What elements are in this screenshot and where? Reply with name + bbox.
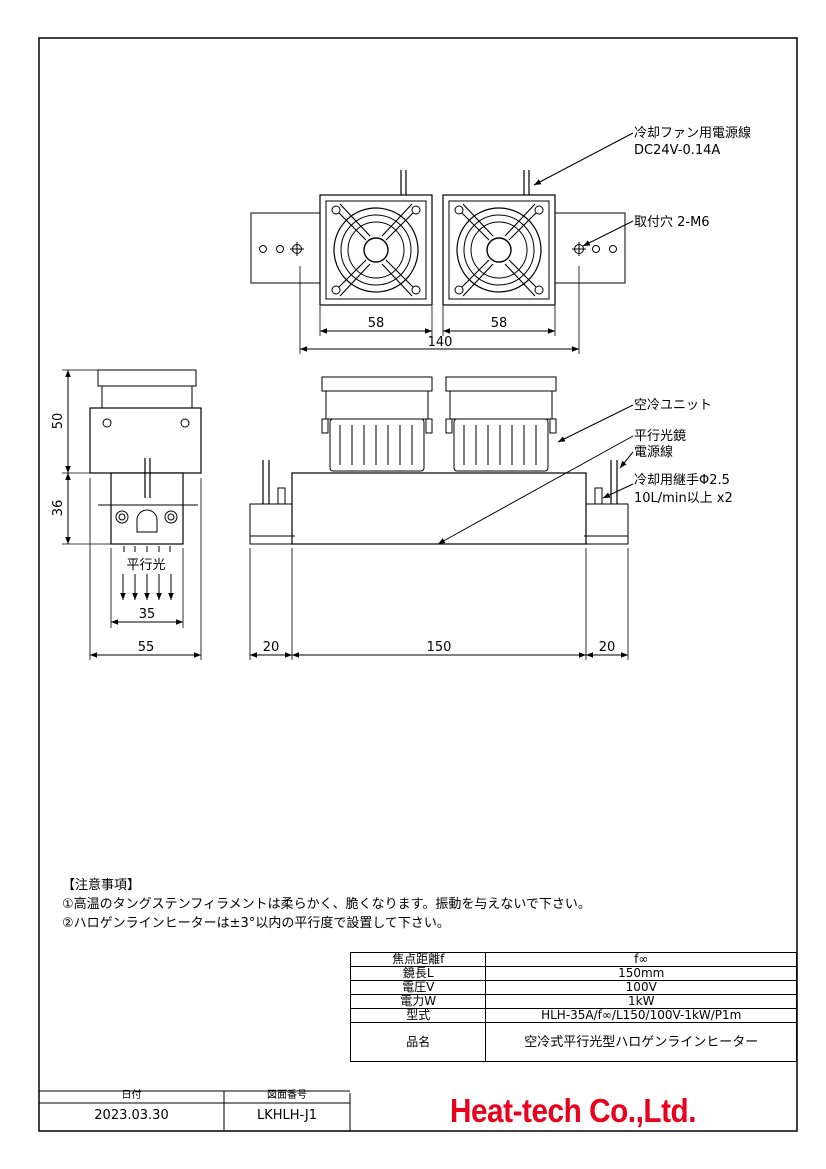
date-label: 日付: [121, 1090, 142, 1101]
spec-value: 100V: [485, 980, 797, 995]
company-logo: Heat-tech Co.,Ltd.: [449, 1092, 697, 1129]
air-unit-label: 空冷ユニット: [634, 398, 712, 413]
dim-fan-width-left: 58: [368, 316, 385, 331]
dim-height-lower: 36: [51, 500, 66, 517]
drawing-number-value: LKHLH-J1: [256, 1108, 318, 1123]
product-value: 空冷式平行光型ハロゲンラインヒーター: [485, 1022, 797, 1062]
fan-power-spec: DC24V-0.14A: [634, 143, 720, 158]
sheet-border: [38, 37, 798, 1132]
spec-value: 150mm: [485, 966, 797, 981]
spec-key: 鏡長L: [349, 966, 487, 981]
spec-key: 電力W: [349, 994, 487, 1009]
caution-line-1: ①高温のタングステンフィラメントは柔らかく、脆くなります。振動を与えないで下さい…: [62, 897, 591, 912]
spec-row: 焦点距離f f∞: [349, 952, 797, 967]
spec-value: HLH-35A/f∞/L150/100V-1kW/P1m: [485, 1008, 797, 1023]
top-view: [250, 132, 634, 354]
mirror-label: 平行光鏡: [634, 429, 686, 444]
spec-row: 電圧V 100V: [349, 980, 797, 995]
spec-row: 電力W 1kW: [349, 994, 797, 1009]
dim-length: 150: [427, 640, 452, 655]
parallel-light-label: 平行光: [126, 558, 165, 573]
caution-heading: 【注意事項】: [62, 878, 141, 893]
dim-top-total: 140: [428, 335, 453, 350]
spec-key: 電圧V: [349, 980, 487, 995]
spec-key: 型式: [349, 1008, 487, 1023]
coolant-joint-label: 冷却用継手Φ2.5: [634, 473, 730, 488]
drawing-number-label: 図面番号: [267, 1090, 307, 1101]
spec-row: 型式 HLH-35A/f∞/L150/100V-1kW/P1m: [349, 1008, 797, 1023]
mount-hole-label: 取付穴 2-M6: [634, 215, 710, 230]
product-name-row: 品名 空冷式平行光型ハロゲンラインヒーター: [349, 1022, 797, 1062]
front-view: [249, 376, 634, 660]
spec-table: 焦点距離f f∞ 鏡長L 150mm 電圧V 100V 電力W 1kW 型式 H…: [349, 952, 797, 1062]
dim-end-right: 20: [599, 640, 616, 655]
date-value: 2023.03.30: [94, 1108, 169, 1123]
spec-value: 1kW: [485, 994, 797, 1009]
dim-body-width: 55: [138, 640, 155, 655]
coolant-flow-label: 10L/min以上 x2: [634, 491, 733, 506]
power-line-label: 電源線: [634, 444, 673, 460]
dim-beam-width: 35: [139, 607, 156, 622]
fan-power-label: 冷却ファン用電源線: [634, 125, 751, 141]
side-view: [62, 369, 202, 660]
spec-value: f∞: [485, 952, 797, 967]
spec-key: 焦点距離f: [349, 952, 487, 967]
spec-row: 鏡長L 150mm: [349, 966, 797, 981]
dim-height-upper: 50: [51, 413, 66, 430]
dim-fan-width-right: 58: [491, 316, 508, 331]
product-key: 品名: [349, 1022, 487, 1062]
caution-line-2: ②ハロゲンラインヒーターは±3°以内の平行度で設置して下さい。: [62, 916, 450, 931]
dim-end-left: 20: [263, 640, 280, 655]
caution-notes: 【注意事項】 ①高温のタングステンフィラメントは柔らかく、脆くなります。振動を与…: [62, 876, 591, 933]
